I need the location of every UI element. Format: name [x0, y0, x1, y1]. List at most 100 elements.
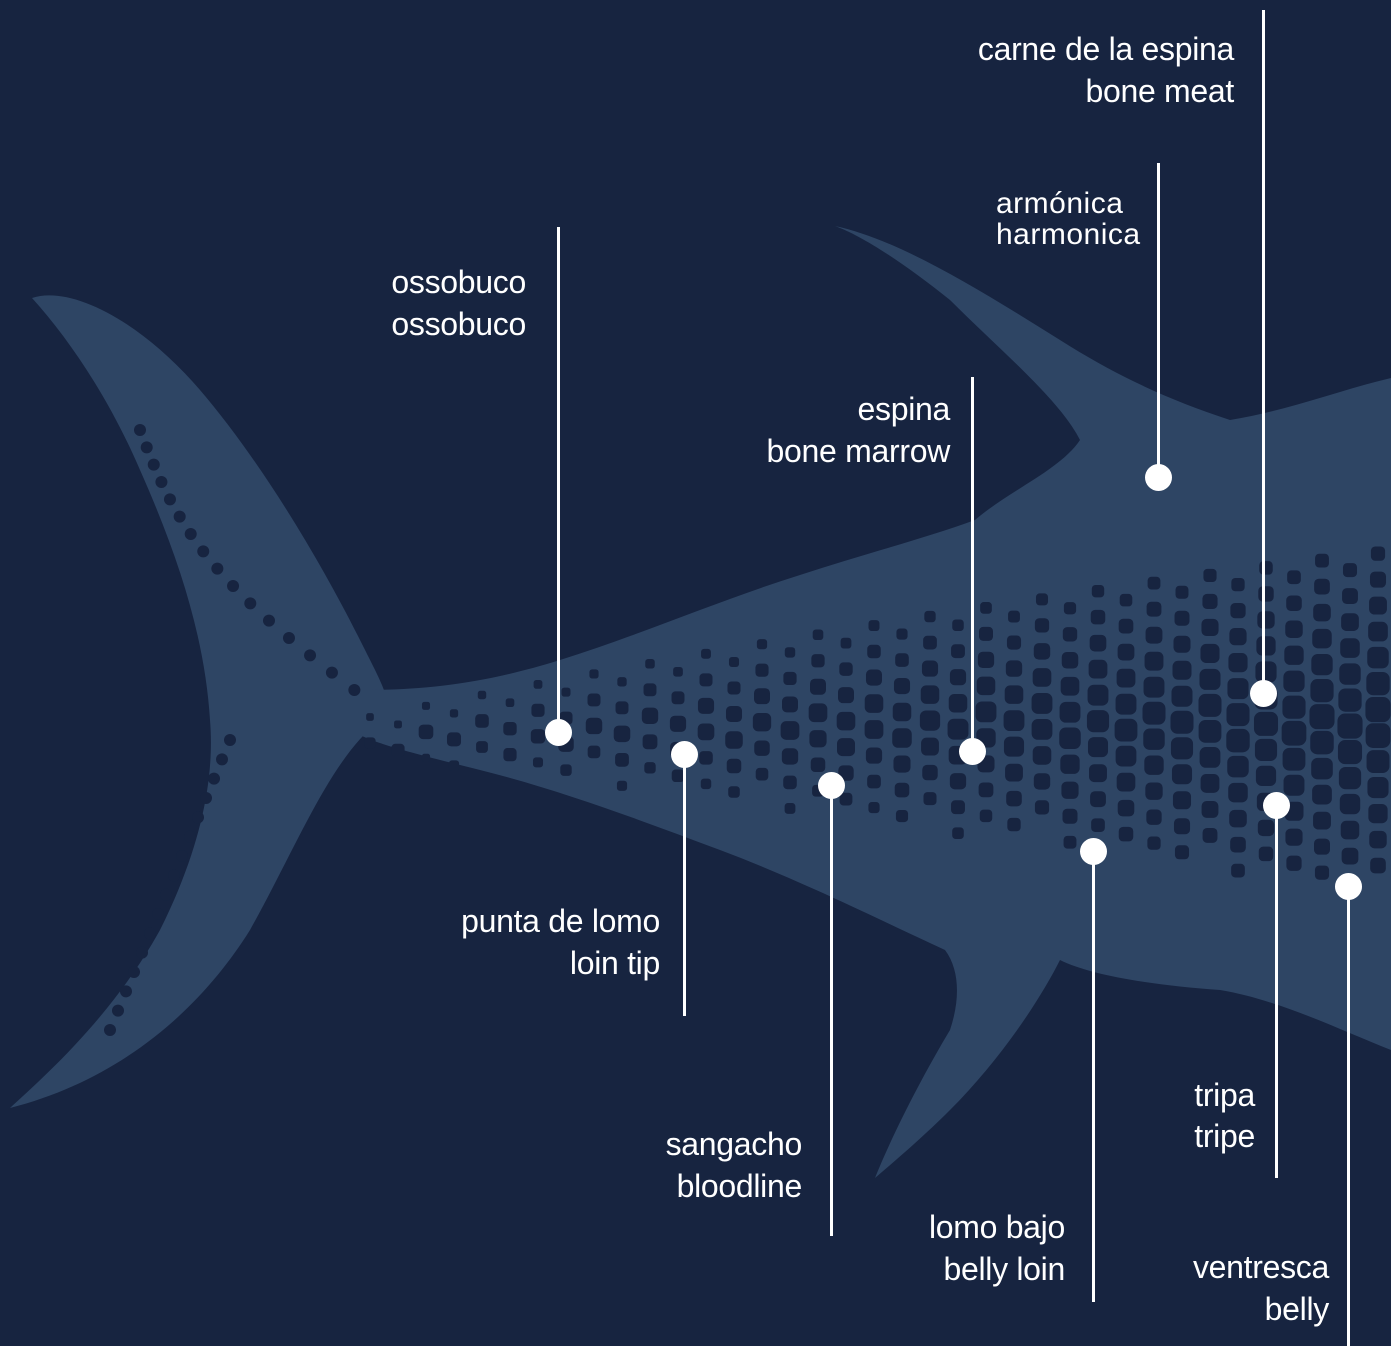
body-spot: [1088, 685, 1109, 706]
body-spot: [950, 773, 966, 789]
body-spot: [1314, 839, 1330, 855]
body-spot: [1342, 848, 1359, 865]
body-spot: [1061, 677, 1080, 696]
body-spot: [1282, 696, 1305, 719]
tail-spot: [263, 615, 275, 627]
body-spot: [1200, 747, 1221, 768]
body-spot: [1117, 669, 1136, 688]
body-spot: [1285, 621, 1302, 638]
body-spot: [753, 713, 771, 731]
marker-armonica[interactable]: [1145, 464, 1172, 491]
body-spot: [811, 758, 825, 772]
tail-spot: [104, 1024, 116, 1036]
body-spot: [1343, 563, 1357, 577]
body-spot: [1337, 714, 1362, 739]
tail-spot: [134, 424, 146, 436]
marker-espina[interactable]: [959, 738, 986, 765]
body-spot: [366, 713, 374, 721]
body-spot: [1032, 719, 1053, 740]
label-carne-espina: carne de la espina bone meat: [978, 28, 1234, 112]
label-ossobuco-es: ossobuco: [391, 261, 526, 303]
body-spot: [1118, 644, 1135, 661]
body-spot: [1174, 818, 1190, 834]
tail-fin: [10, 295, 387, 1108]
body-spot: [698, 724, 715, 741]
label-armonica-es: armónica: [996, 188, 1141, 219]
body-spot: [921, 738, 939, 756]
label-carne-espina-en: bone meat: [978, 70, 1234, 112]
body-spot: [1309, 704, 1334, 729]
body-spot: [781, 721, 800, 740]
body-spot: [952, 619, 964, 631]
body-spot: [837, 738, 855, 756]
body-spot: [1228, 783, 1248, 803]
body-spot: [1340, 638, 1360, 658]
body-spot: [1144, 755, 1163, 774]
body-spot: [645, 659, 655, 669]
body-spot: [1258, 586, 1273, 601]
body-spot: [1090, 635, 1107, 652]
label-espina-es: espina: [767, 388, 950, 430]
body-spot: [923, 636, 937, 650]
tail-spot: [136, 947, 148, 959]
body-spot: [1198, 694, 1221, 717]
body-spot: [1034, 643, 1050, 659]
body-spot: [1284, 646, 1303, 665]
body-spot: [1087, 710, 1109, 732]
body-spot: [1254, 712, 1278, 736]
body-spot: [560, 764, 571, 775]
body-spot: [1342, 588, 1358, 604]
body-spot: [1090, 791, 1106, 807]
leader-sangacho: [830, 785, 833, 1236]
body-spot: [865, 720, 884, 739]
body-spot: [1199, 669, 1220, 690]
tail-spot: [168, 869, 180, 881]
marker-carne-espina[interactable]: [1250, 680, 1277, 707]
body-spot: [977, 677, 996, 696]
body-spot: [1255, 739, 1277, 761]
body-spot: [1370, 858, 1386, 874]
body-spot: [948, 719, 969, 740]
body-spot: [1256, 636, 1275, 655]
body-spot: [1091, 610, 1106, 625]
body-spot: [1059, 728, 1080, 749]
tail-spot: [348, 684, 360, 696]
body-spot: [896, 628, 907, 639]
body-spot: [1119, 827, 1134, 842]
tail-spot: [192, 811, 204, 823]
body-spot: [614, 726, 631, 743]
body-spot: [920, 710, 940, 730]
tail-spot: [128, 966, 140, 978]
body-spot: [699, 751, 713, 765]
body-spot: [1313, 812, 1331, 830]
body-spot: [1005, 764, 1023, 782]
body-spot: [1312, 629, 1331, 648]
body-spot: [892, 728, 912, 748]
body-spot: [1369, 831, 1386, 848]
body-spot: [1256, 766, 1276, 786]
tail-spot: [244, 597, 256, 609]
body-spot: [531, 729, 545, 743]
body-spot: [1146, 627, 1163, 644]
body-spot: [1226, 729, 1249, 752]
body-spot: [1171, 737, 1193, 759]
body-spot: [1368, 804, 1387, 823]
body-spot: [1173, 661, 1192, 680]
leader-ventresca: [1347, 886, 1350, 1346]
body-spot: [1230, 837, 1246, 853]
leader-tripa: [1275, 805, 1278, 1178]
body-spot: [1061, 782, 1078, 799]
body-spot: [783, 672, 796, 685]
body-spot: [1199, 720, 1222, 743]
body-spot: [447, 732, 461, 746]
body-spot: [949, 694, 968, 713]
body-spot: [672, 691, 685, 704]
body-spot: [1229, 810, 1247, 828]
body-spot: [837, 712, 856, 731]
body-spot: [756, 768, 769, 781]
body-spot: [840, 793, 853, 806]
marker-ossobuco[interactable]: [545, 719, 572, 746]
body-spot: [1341, 613, 1359, 631]
body-spot: [785, 647, 795, 657]
